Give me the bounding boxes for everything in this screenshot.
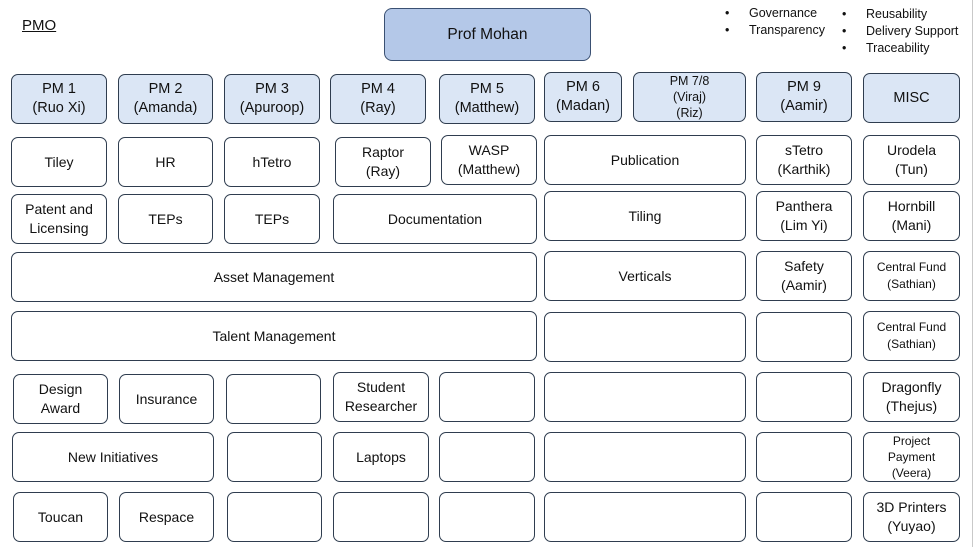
- empty-cell-pm3-r7[interactable]: [227, 492, 322, 542]
- director-box[interactable]: Prof Mohan: [384, 8, 591, 61]
- task-stetro[interactable]: sTetro (Karthik): [756, 135, 852, 185]
- task-student-researcher[interactable]: Student Researcher: [333, 372, 429, 422]
- header-pm1[interactable]: PM 1 (Ruo Xi): [11, 74, 107, 124]
- header-misc[interactable]: MISC: [863, 73, 960, 123]
- empty-cell-pm5-r7[interactable]: [439, 492, 535, 542]
- task-project-payment[interactable]: Project Payment (Veera): [863, 432, 960, 482]
- task-respace[interactable]: Respace: [119, 492, 214, 542]
- header-pm4[interactable]: PM 4 (Ray): [330, 74, 426, 124]
- empty-cell-pm4-r7[interactable]: [333, 492, 429, 542]
- task-hornbill[interactable]: Hornbill (Mani): [863, 191, 960, 241]
- task-patent-licensing[interactable]: Patent and Licensing: [11, 194, 107, 244]
- task-new-initiatives[interactable]: New Initiatives: [12, 432, 214, 482]
- empty-cell-pm9-r4[interactable]: [756, 312, 852, 362]
- bullet-reusability: Reusability: [842, 6, 958, 23]
- task-laptops[interactable]: Laptops: [333, 432, 429, 482]
- task-insurance[interactable]: Insurance: [119, 374, 214, 424]
- task-publication[interactable]: Publication: [544, 135, 746, 185]
- task-dragonfly[interactable]: Dragonfly (Thejus): [863, 372, 960, 422]
- empty-cell-pm5-r6[interactable]: [439, 432, 535, 482]
- task-htetro[interactable]: hTetro: [224, 137, 320, 187]
- task-tiley[interactable]: Tiley: [11, 137, 107, 187]
- header-pm5[interactable]: PM 5 (Matthew): [439, 74, 535, 124]
- task-urodela[interactable]: Urodela (Tun): [863, 135, 960, 185]
- task-central-fund-2[interactable]: Central Fund (Sathian): [863, 311, 960, 361]
- empty-cell-pm6-78-r6[interactable]: [544, 432, 746, 482]
- empty-cell-pm3-r6[interactable]: [227, 432, 322, 482]
- empty-cell-pm6-78-r5[interactable]: [544, 372, 746, 422]
- empty-cell-pm9-r7[interactable]: [756, 492, 852, 542]
- task-3d-printers[interactable]: 3D Printers (Yuyao): [863, 492, 960, 542]
- task-documentation[interactable]: Documentation: [333, 194, 537, 244]
- empty-cell-pm3-r5[interactable]: [226, 374, 321, 424]
- task-teps-pm3[interactable]: TEPs: [224, 194, 320, 244]
- header-pm9[interactable]: PM 9 (Aamir): [756, 72, 852, 122]
- task-safety[interactable]: Safety (Aamir): [756, 251, 852, 301]
- task-asset-management[interactable]: Asset Management: [11, 252, 537, 302]
- task-toucan[interactable]: Toucan: [13, 492, 108, 542]
- bullets-right: Reusability Delivery Support Traceabilit…: [842, 6, 958, 57]
- bullet-governance: Governance: [725, 5, 825, 22]
- task-design-award[interactable]: Design Award: [13, 374, 108, 424]
- bullets-left: Governance Transparency: [725, 5, 825, 39]
- empty-cell-pm6-78-r4[interactable]: [544, 312, 746, 362]
- bullet-delivery-support: Delivery Support: [842, 23, 958, 40]
- task-raptor[interactable]: Raptor (Ray): [335, 137, 431, 187]
- task-wasp[interactable]: WASP (Matthew): [441, 135, 537, 185]
- header-pm3[interactable]: PM 3 (Apuroop): [224, 74, 320, 124]
- task-tiling[interactable]: Tiling: [544, 191, 746, 241]
- task-talent-management[interactable]: Talent Management: [11, 311, 537, 361]
- header-pm78[interactable]: PM 7/8 (Viraj) (Riz): [633, 72, 746, 122]
- pmo-title: PMO: [22, 17, 57, 34]
- header-pm2[interactable]: PM 2 (Amanda): [118, 74, 213, 124]
- task-panthera[interactable]: Panthera (Lim Yi): [756, 191, 852, 241]
- empty-cell-pm9-r6[interactable]: [756, 432, 852, 482]
- task-verticals[interactable]: Verticals: [544, 251, 746, 301]
- bullet-transparency: Transparency: [725, 22, 825, 39]
- task-hr[interactable]: HR: [118, 137, 213, 187]
- page-edge-divider: [972, 0, 973, 547]
- bullet-traceability: Traceability: [842, 40, 958, 57]
- task-teps-pm2[interactable]: TEPs: [118, 194, 213, 244]
- empty-cell-pm6-78-r7[interactable]: [544, 492, 746, 542]
- task-central-fund-1[interactable]: Central Fund (Sathian): [863, 251, 960, 301]
- header-pm6[interactable]: PM 6 (Madan): [544, 72, 622, 122]
- empty-cell-pm9-r5[interactable]: [756, 372, 852, 422]
- empty-cell-pm5-r5[interactable]: [439, 372, 535, 422]
